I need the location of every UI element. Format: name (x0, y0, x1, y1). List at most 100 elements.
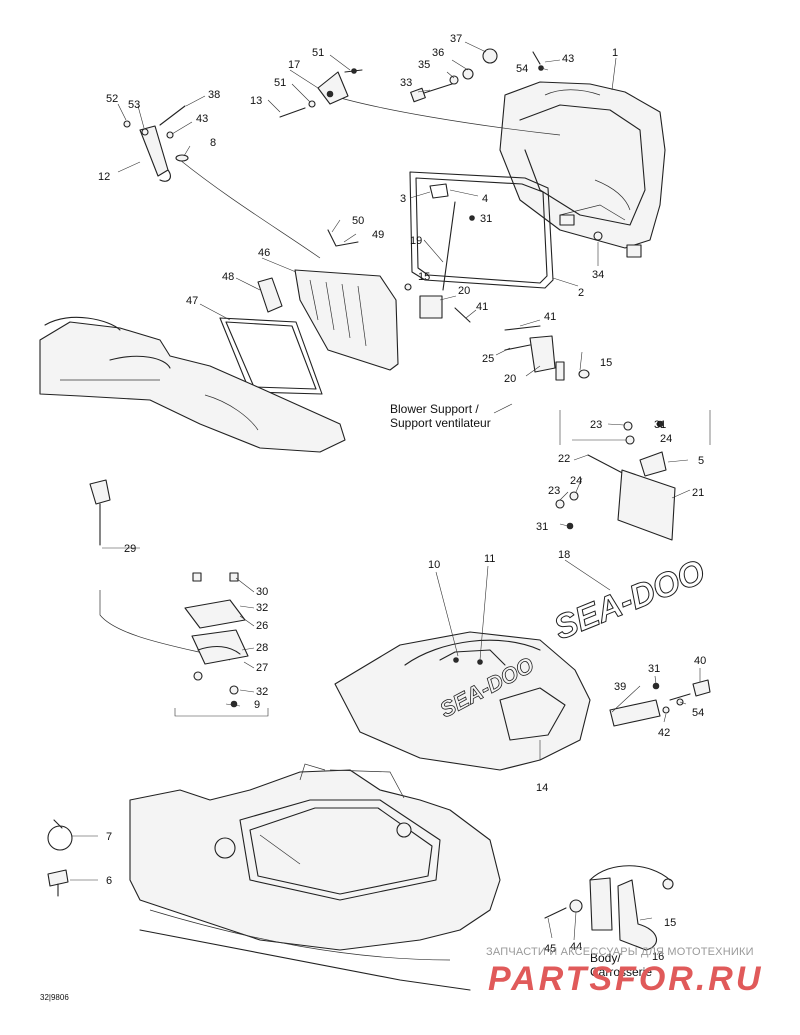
callout-20a: 20 (458, 285, 470, 297)
callout-7: 7 (106, 831, 112, 843)
screw-43-top (532, 51, 541, 65)
callout-8: 8 (210, 137, 216, 149)
blower-support (504, 325, 590, 381)
callout-45: 45 (544, 943, 556, 955)
callout-3: 3 (400, 193, 406, 205)
callout-11: 11 (484, 553, 495, 565)
washer-51 (308, 100, 316, 108)
watermark-caption: ЗАПЧАСТИ И АКСЕССУАРЫ ДЛЯ МОТОТЕХНИКИ (486, 946, 754, 958)
washer-53 (141, 128, 149, 136)
body-label-fr: Carrosserie (590, 965, 652, 979)
callout-14: 14 (536, 782, 548, 794)
callout-48: 48 (222, 271, 234, 283)
callout-13: 13 (250, 95, 262, 107)
callout-5: 5 (698, 455, 704, 467)
callout-36: 36 (432, 47, 444, 59)
bracket-20a (419, 295, 443, 319)
callout-52: 52 (106, 93, 118, 105)
callout-29: 29 (124, 543, 136, 555)
cap-37 (482, 48, 498, 64)
washer-43-left (166, 131, 174, 139)
callout-42: 42 (658, 727, 670, 739)
body-shell-14: SEA-DOO (334, 631, 591, 771)
callout-15b: 15 (600, 357, 612, 369)
push-pin-6 (47, 869, 69, 897)
callout-15c: 15 (664, 917, 676, 929)
blower-support-label-en: Blower Support / (390, 402, 479, 416)
callout-51b: 51 (312, 47, 324, 59)
storage-compartment (499, 81, 666, 258)
drawing-code: 32|9806 (40, 993, 69, 1002)
callout-39: 39 (614, 681, 626, 693)
hinge-group (555, 410, 711, 541)
callout-31b: 31 (654, 419, 666, 431)
callout-21: 21 (692, 487, 704, 499)
callout-18: 18 (558, 549, 570, 561)
spacer-34 (593, 231, 603, 241)
bracket-16-group (544, 865, 674, 951)
callout-38: 38 (208, 89, 220, 101)
callout-1: 1 (612, 47, 618, 59)
callout-32a: 32 (256, 602, 268, 614)
callout-35: 35 (418, 59, 430, 71)
callout-54b: 54 (692, 707, 704, 719)
callout-44: 44 (570, 941, 582, 953)
lid-46 (294, 269, 399, 371)
screw-13 (279, 107, 306, 118)
callout-15a: 15 (418, 271, 430, 283)
callout-43b: 43 (196, 113, 208, 125)
callout-51a: 51 (274, 77, 286, 89)
callout-47: 47 (186, 295, 198, 307)
callout-23b: 23 (548, 485, 560, 497)
bolt-33 (410, 83, 453, 103)
bushing-8 (175, 154, 189, 162)
washer-15a (404, 283, 412, 291)
callout-24a: 24 (660, 433, 672, 445)
hook-12 (139, 125, 171, 182)
nut-31-a (469, 215, 475, 221)
screw-41a (454, 307, 471, 323)
callout-41b: 41 (544, 311, 556, 323)
washer-36 (462, 68, 474, 80)
callout-23a: 23 (590, 419, 602, 431)
callout-41a: 41 (476, 301, 488, 313)
callout-34: 34 (592, 269, 604, 281)
callout-9: 9 (254, 699, 260, 711)
latch-3 (429, 183, 449, 199)
callout-28: 28 (256, 642, 268, 654)
callout-33: 33 (400, 77, 412, 89)
callout-17: 17 (288, 59, 300, 71)
clip-50 (327, 229, 359, 247)
callout-12: 12 (98, 171, 110, 183)
callout-31c: 31 (536, 521, 548, 533)
sea-doo-decal-18: SEA-DOO (549, 553, 710, 648)
callout-6: 6 (106, 875, 112, 887)
nut-51-top (351, 68, 357, 74)
nut-52 (123, 120, 131, 128)
callout-22: 22 (558, 453, 570, 465)
body-label-en: Body/ (590, 951, 621, 965)
callout-10: 10 (428, 559, 440, 571)
rod-19 (442, 201, 456, 291)
blower-support-label-fr: Support ventilateur (390, 416, 491, 430)
callout-54a: 54 (516, 63, 528, 75)
callout-31d: 31 (648, 663, 660, 675)
callout-30: 30 (256, 586, 268, 598)
callout-40: 40 (694, 655, 706, 667)
callout-26: 26 (256, 620, 268, 632)
cable-to-front (179, 159, 321, 259)
callout-53: 53 (128, 99, 140, 111)
callout-32b: 32 (256, 686, 268, 698)
callout-46: 46 (258, 247, 270, 259)
callout-25: 25 (482, 353, 494, 365)
callout-numbers: 1 2 3 4 5 6 7 8 9 10 11 12 13 14 15 15 1… (98, 33, 706, 963)
striker-17 (317, 71, 349, 105)
rear-deck (39, 316, 346, 453)
front-deck (129, 763, 501, 991)
screw-38 (159, 105, 186, 126)
callout-27: 27 (256, 662, 268, 674)
callout-24b: 24 (570, 475, 582, 487)
callout-43a: 43 (562, 53, 574, 65)
callout-20b: 20 (504, 373, 516, 385)
